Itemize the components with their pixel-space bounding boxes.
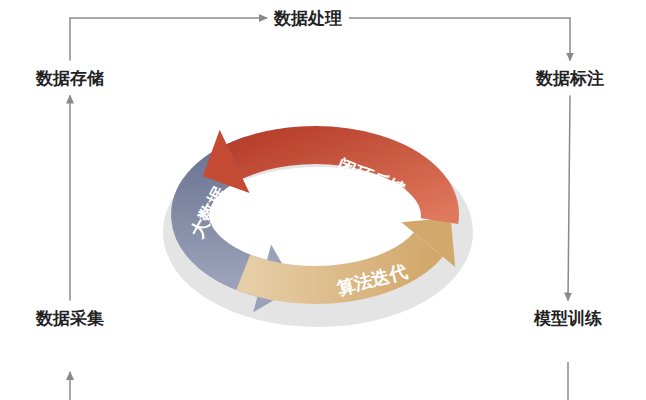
process-label: 模型训练 [531, 305, 605, 332]
process-label: 数据处理 [271, 5, 345, 32]
process-label: 数据采集 [33, 305, 107, 332]
node-text: 数据处理 [271, 5, 345, 32]
node-text: 数据标注 [533, 65, 607, 92]
process-label: 数据存储 [33, 65, 107, 92]
process-label: 数据标注 [533, 65, 607, 92]
node-text: 数据存储 [33, 65, 107, 92]
arrow-band [235, 145, 440, 221]
flow-arrow [349, 18, 570, 61]
node-text: 数据采集 [33, 305, 107, 332]
stub-line [69, 372, 71, 400]
stub-line [567, 362, 569, 400]
node-text: 模型训练 [531, 305, 605, 332]
flow-arrow [568, 96, 570, 301]
flow-arrow [69, 96, 71, 301]
flow-arrow [70, 18, 267, 61]
arrow-head [401, 218, 455, 267]
